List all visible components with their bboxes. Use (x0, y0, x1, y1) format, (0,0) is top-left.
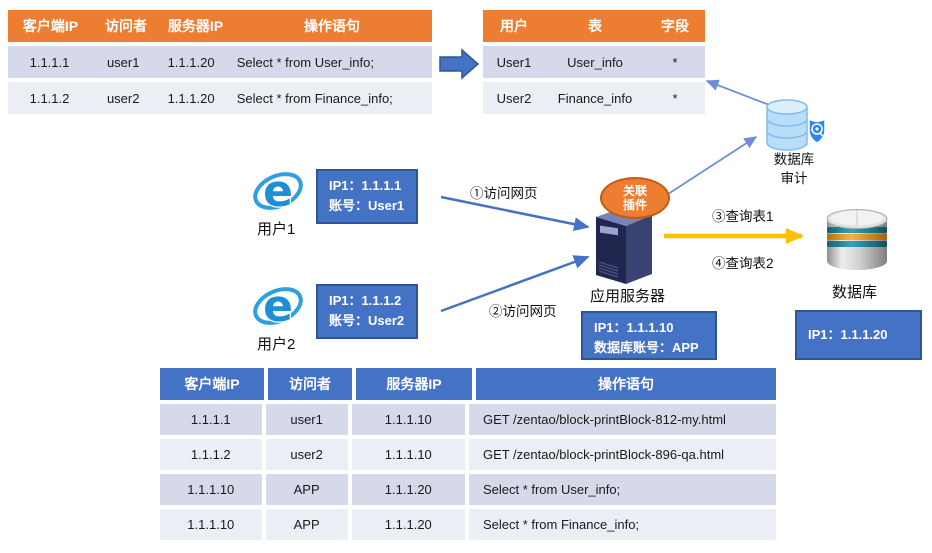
table-cell: user2 (265, 439, 348, 470)
user1-ip: IP1：1.1.1.1 (329, 178, 402, 193)
plugin-label-line1: 关联 (622, 184, 647, 198)
query-table1-label: ③查询表1 (712, 209, 774, 224)
database-audit-icon (766, 99, 825, 151)
table-header-row: 客户端IP 访问者 服务器IP 操作语句 (160, 368, 776, 400)
column-header: 客户端IP (160, 368, 264, 400)
user2-ip: IP1：1.1.1.2 (329, 293, 402, 308)
correlation-plugin-badge: 关联 插件 (600, 177, 670, 219)
table-cell: User2 (483, 82, 545, 114)
column-header: 表 (545, 10, 645, 42)
visit-label-1: ①访问网页 (470, 186, 538, 201)
query-table2-label: ④查询表2 (712, 256, 774, 271)
svg-text:e: e (263, 281, 293, 332)
audit-label-line2: 审计 (780, 171, 808, 186)
table-cell: 1.1.1.1 (160, 404, 262, 435)
user2-info-box: IP1：1.1.1.2 账号：User2 (316, 284, 418, 339)
table-cell: 1.1.1.10 (160, 474, 262, 505)
table-cell: 1.1.1.10 (160, 509, 262, 540)
column-header: 客户端IP (8, 10, 93, 42)
table-cell: * (645, 82, 705, 114)
column-header: 操作语句 (476, 368, 776, 400)
plugin-label-line2: 插件 (622, 198, 647, 212)
audit-label-line1: 数据库 (773, 152, 815, 167)
table-cell: User_info (545, 46, 645, 78)
app-server-account: 数据库账号：APP (594, 340, 699, 355)
column-header: 访问者 (93, 10, 159, 42)
user1-info-box: IP1：1.1.1.1 账号：User1 (316, 169, 418, 224)
table-cell: 1.1.1.20 (155, 82, 227, 114)
table-cell: GET /zentao/block-printBlock-896-qa.html (468, 439, 776, 470)
audit-result-table: 用户 表 字段 User1 User_info * User2 Finance_… (483, 10, 705, 114)
table-cell: User1 (483, 46, 545, 78)
database-info-box: IP1：1.1.1.20 (795, 310, 922, 360)
table-row: 1.1.1.2 user2 1.1.1.10 GET /zentao/block… (160, 439, 776, 470)
column-header: 服务器IP (356, 368, 472, 400)
ie-browser-icon: e (253, 165, 303, 218)
column-header: 服务器IP (159, 10, 232, 42)
table-cell: user2 (91, 82, 156, 114)
audit-label: 数据库 审计 (765, 150, 823, 188)
arrow-plugin-to-audit (664, 136, 758, 197)
table-row: 1.1.1.10 APP 1.1.1.20 Select * from User… (160, 474, 776, 505)
table-cell: GET /zentao/block-printBlock-812-my.html (468, 404, 776, 435)
user2-label: 用户2 (257, 336, 296, 353)
user1-label: 用户1 (257, 221, 296, 238)
table-cell: Select * from User_info; (468, 474, 776, 505)
table-cell: 1.1.1.2 (8, 82, 91, 114)
table-cell: Select * from Finance_info; (226, 82, 432, 114)
database-ip: IP1：1.1.1.20 (808, 327, 888, 342)
block-arrow-icon (439, 48, 480, 80)
table-cell: 1.1.1.1 (8, 46, 91, 78)
table-cell: * (645, 46, 705, 78)
table-cell: 1.1.1.2 (160, 439, 262, 470)
ie-browser-icon: e (253, 280, 303, 333)
visit-label-2: ②访问网页 (489, 304, 557, 319)
database-label: 数据库 (832, 284, 878, 301)
table-row: 1.1.1.1 user1 1.1.1.20 Select * from Use… (8, 46, 432, 78)
column-header: 用户 (483, 10, 545, 42)
table-header-row: 客户端IP 访问者 服务器IP 操作语句 (8, 10, 432, 42)
table-cell: Select * from Finance_info; (468, 509, 776, 540)
client-sql-table: 客户端IP 访问者 服务器IP 操作语句 1.1.1.1 user1 1.1.1… (8, 10, 432, 114)
app-server-label: 应用服务器 (590, 288, 666, 305)
table-cell: Finance_info (545, 82, 645, 114)
column-header: 访问者 (268, 368, 352, 400)
user1-account: 账号：User1 (329, 198, 405, 213)
table-row: 1.1.1.10 APP 1.1.1.20 Select * from Fina… (160, 509, 776, 540)
table-cell: user1 (91, 46, 156, 78)
table-cell: 1.1.1.20 (155, 46, 227, 78)
table-row: User2 Finance_info * (483, 82, 705, 114)
column-header: 字段 (645, 10, 705, 42)
table-row: 1.1.1.1 user1 1.1.1.10 GET /zentao/block… (160, 404, 776, 435)
table-row: 1.1.1.2 user2 1.1.1.20 Select * from Fin… (8, 82, 432, 114)
table-cell: 1.1.1.20 (351, 509, 465, 540)
table-cell: Select * from User_info; (226, 46, 432, 78)
audit-log-table: 客户端IP 访问者 服务器IP 操作语句 1.1.1.1 user1 1.1.1… (160, 368, 776, 540)
table-cell: user1 (265, 404, 348, 435)
app-server-info-box: IP1：1.1.1.10 数据库账号：APP (581, 311, 717, 360)
table-cell: APP (265, 474, 348, 505)
column-header: 操作语句 (232, 10, 432, 42)
table-cell: APP (265, 509, 348, 540)
svg-text:e: e (263, 166, 293, 217)
table-row: User1 User_info * (483, 46, 705, 78)
user2-account: 账号：User2 (329, 313, 405, 328)
table-header-row: 用户 表 字段 (483, 10, 705, 42)
app-server-ip: IP1：1.1.1.10 (594, 320, 674, 335)
table-cell: 1.1.1.10 (351, 404, 465, 435)
database-icon (826, 209, 888, 270)
table-cell: 1.1.1.20 (351, 474, 465, 505)
table-cell: 1.1.1.10 (351, 439, 465, 470)
